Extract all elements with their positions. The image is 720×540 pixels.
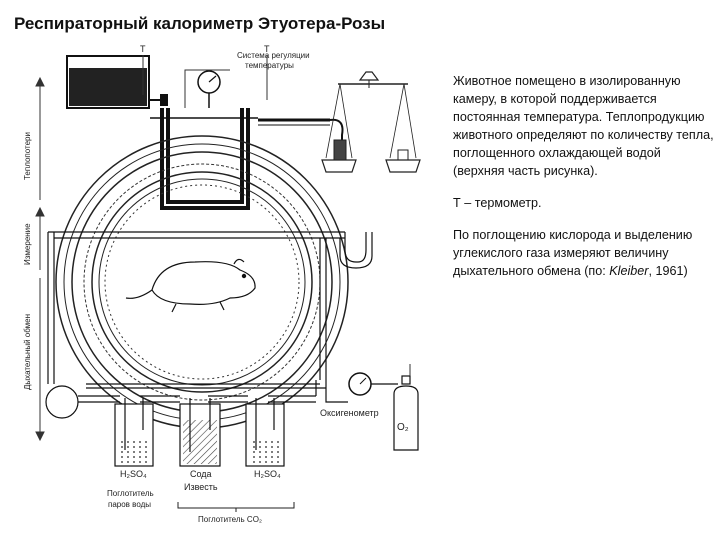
oxygen-cylinder <box>393 375 419 451</box>
water-absorber-label-1: Поглотитель <box>107 489 154 498</box>
h2so4-right-label: H₂SO₄ <box>254 469 281 479</box>
paragraph-3-end: , 1961) <box>648 264 688 278</box>
water-absorber-label-2: паров воды <box>108 500 151 509</box>
left-axis <box>35 76 45 442</box>
thermometer-label-left: Т <box>140 44 146 54</box>
absorber-jar-2 <box>179 398 221 467</box>
soda-label: Сода <box>190 469 212 479</box>
axis-heat-label: Теплопотери <box>23 132 32 180</box>
oxygenometer-label: Оксигенометр <box>320 408 379 418</box>
paragraph-3-text: По поглощению кислорода и выделению угле… <box>453 228 693 278</box>
co2-absorber-bracket <box>177 502 295 512</box>
description-paragraph-1: Животное помещено в изолированную камеру… <box>453 74 714 178</box>
temp-system-label-2: температуры <box>245 61 294 70</box>
h2so4-left-label: H₂SO₄ <box>120 469 147 479</box>
co2-absorber-label: Поглотитель CO₂ <box>198 515 262 524</box>
air-pipes <box>47 231 373 384</box>
temp-regulator <box>184 69 230 108</box>
animal-rat <box>125 258 256 313</box>
axis-resp-label: Дыхательный обмен <box>23 314 32 390</box>
water-tank <box>66 55 168 109</box>
absorber-jar-1 <box>114 398 154 467</box>
cooling-water-channel <box>150 108 344 210</box>
description-column: Животное помещено в изолированную камеру… <box>453 72 715 294</box>
thermometer-label-right: Т <box>264 44 270 54</box>
temp-system-label-1: Система регуляции <box>237 51 310 60</box>
bottom-pipes <box>45 380 348 419</box>
o2-label: O₂ <box>397 422 409 433</box>
citation-author: Kleiber <box>609 264 649 278</box>
absorber-jar-3 <box>245 398 285 467</box>
description-paragraph-3: По поглощению кислорода и выделению угле… <box>453 226 715 280</box>
lime-label: Известь <box>184 482 218 492</box>
description-paragraph-2: Т – термометр. <box>453 196 542 210</box>
page-title: Респираторный калориметр Этуотера-Розы <box>14 14 386 33</box>
balance-scale <box>321 71 421 173</box>
axis-measure-label: Измерение <box>23 223 32 265</box>
oxygenometer-gauge <box>348 372 398 396</box>
